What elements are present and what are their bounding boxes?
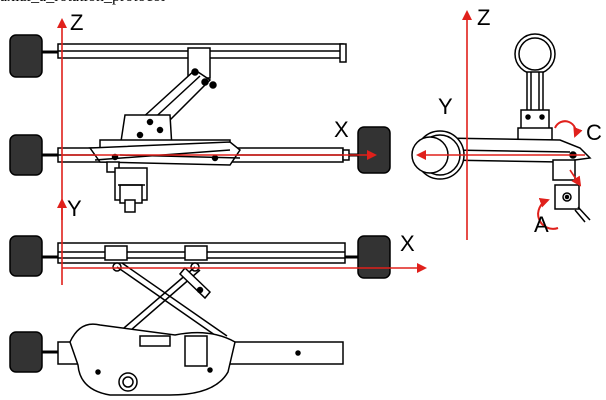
side-view xyxy=(411,33,592,223)
side-arm xyxy=(439,137,592,163)
figure-caption: axial_a_rotation_protocol xyxy=(0,0,200,6)
counterweight-upper-left xyxy=(9,34,43,78)
top-axes xyxy=(57,198,427,285)
top-counterweight-right xyxy=(357,235,391,279)
top-view xyxy=(9,235,391,396)
front-view xyxy=(9,34,391,213)
side-c-label: C xyxy=(586,120,602,145)
counterweight-lower-left xyxy=(9,134,43,176)
top-counterweight-left xyxy=(9,235,43,277)
side-y-label: Y xyxy=(438,94,453,119)
top-base-plate xyxy=(69,323,236,396)
counterweight-right xyxy=(357,126,391,174)
top-y-label: Y xyxy=(67,196,82,221)
side-a-label: A xyxy=(534,212,549,237)
top-x-label: X xyxy=(400,231,415,256)
side-z-label: Z xyxy=(477,5,490,30)
top-counterweight-lower xyxy=(9,331,43,373)
side-tool-arrow xyxy=(569,169,582,187)
front-lower-rail xyxy=(42,141,358,166)
front-x-label: X xyxy=(334,117,349,142)
side-mast xyxy=(517,71,553,141)
side-tool xyxy=(552,159,591,223)
front-end-effector xyxy=(106,161,148,213)
front-z-label: Z xyxy=(70,10,83,35)
top-upper-rail xyxy=(42,242,358,272)
front-axes xyxy=(57,18,377,220)
side-axes xyxy=(416,10,585,240)
rotation-c-arrow-icon xyxy=(554,120,583,138)
rotation-a-arrow-icon xyxy=(537,197,559,230)
